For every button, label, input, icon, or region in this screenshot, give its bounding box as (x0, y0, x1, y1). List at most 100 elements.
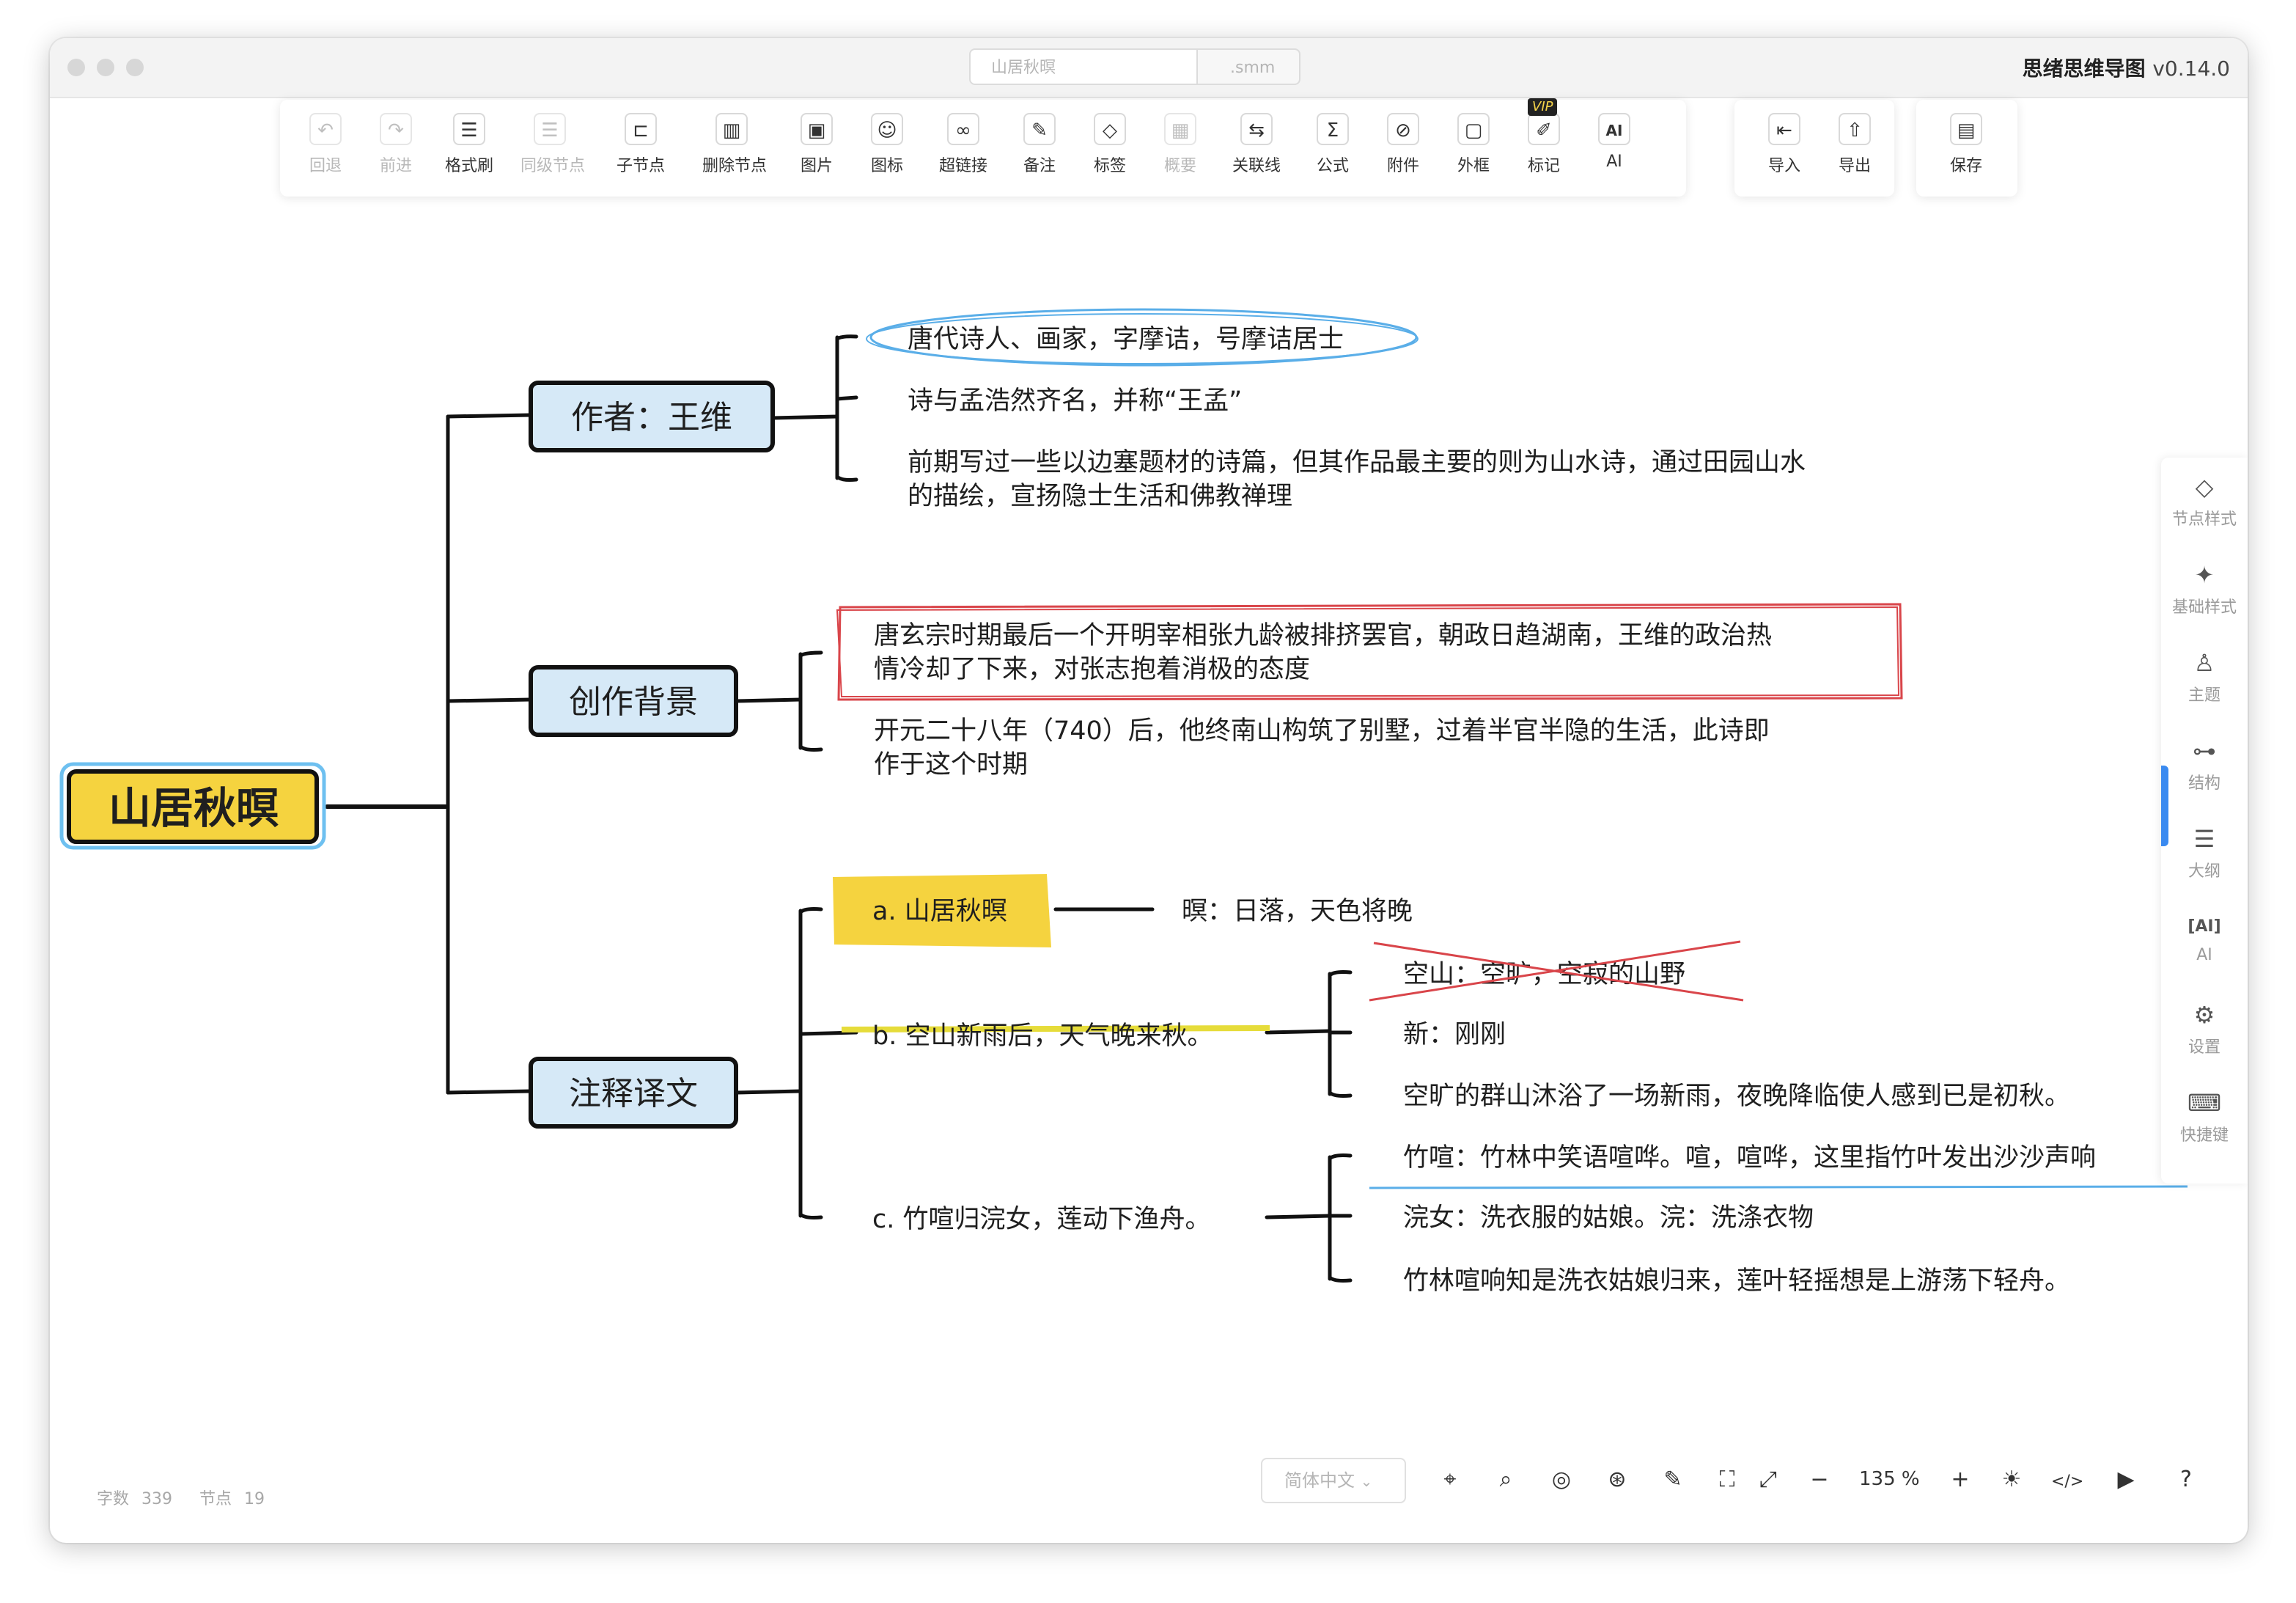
connector-b1-stem (770, 414, 839, 420)
import-button[interactable]: ⇤导入 (1755, 113, 1814, 186)
sidebar-item-structure[interactable]: ⊶结构 (2161, 736, 2248, 793)
note-c-title[interactable]: c. 竹喧归浣女，莲动下渔舟。 (872, 1205, 1211, 1234)
search-button[interactable]: ⌕ (1490, 1464, 1522, 1496)
background-note-1-line2[interactable]: 情冷却了下来，对张志抱着消极的态度 (874, 655, 1310, 684)
connector-c-c3 (1328, 1275, 1353, 1283)
navigator-button[interactable]: ⊛ (1601, 1464, 1633, 1496)
redo-button[interactable]: ↷前进 (367, 113, 425, 186)
tag-button[interactable]: ◇标签 (1081, 113, 1139, 186)
zoom-out-button[interactable]: − (1803, 1464, 1836, 1496)
undo-label: 回退 (309, 157, 342, 175)
branch-node-author[interactable] (529, 381, 775, 452)
drag-mode-button[interactable]: ◎ (1545, 1464, 1578, 1496)
image-button[interactable]: ▣图片 (787, 113, 846, 186)
attachment-button[interactable]: ⊘附件 (1374, 113, 1432, 186)
sibling-node-label: 同级节点 (520, 157, 586, 175)
presentation-button[interactable]: ▶ (2110, 1464, 2142, 1496)
root-node[interactable] (67, 769, 319, 844)
pen-icon: ✐ (1528, 113, 1560, 145)
file-extension: .smm (1198, 48, 1300, 85)
root-node-selection (59, 762, 326, 850)
connector-b2-c1 (798, 650, 823, 658)
minus-icon: − (1810, 1467, 1829, 1492)
branch-node-notes[interactable] (529, 1057, 738, 1129)
file-name-input[interactable]: 山居秋暝 (969, 48, 1198, 85)
branch-node-background-text: 创作背景 (569, 683, 698, 721)
sidebar-item-base-style[interactable]: ✦基础样式 (2161, 560, 2248, 617)
zoom-in-button[interactable]: + (1944, 1464, 1976, 1496)
background-note-2-line2[interactable]: 作于这个时期 (874, 750, 1028, 780)
delete-node-button[interactable]: ▥删除节点 (702, 113, 767, 186)
connector-b3-c (798, 1212, 823, 1219)
word-count-value: 339 (141, 1490, 173, 1508)
rect-mark-2 (836, 606, 1900, 698)
smile-icon: ☺ (871, 113, 903, 145)
mindmap-canvas[interactable]: 山居秋暝 作者：王维 唐代诗人、画家，字摩诘，号摩诘居士 诗与孟浩然齐名，并称“… (50, 38, 2248, 1543)
author-note-1[interactable]: 唐代诗人、画家，字摩诘，号摩诘居士 (908, 325, 1344, 354)
sidebar-label-settings: 设置 (2188, 1038, 2220, 1057)
frame-button[interactable]: ▢外框 (1444, 113, 1503, 186)
tag-label: 标签 (1093, 157, 1126, 175)
maximize-window-dot[interactable] (126, 59, 144, 76)
sidebar-active-indicator (2161, 766, 2168, 846)
save-button[interactable]: ▤保存 (1937, 113, 1995, 186)
undo-button[interactable]: ↶回退 (296, 113, 355, 186)
edit-icon: ✎ (1663, 1467, 1682, 1492)
sidebar-label-structure: 结构 (2188, 774, 2220, 793)
note-b-child-3[interactable]: 空旷的群山沐浴了一场新雨，夜晚降临使人感到已是初秋。 (1403, 1082, 2070, 1111)
sidebar-label-outline: 大纲 (2188, 862, 2220, 881)
sidebar-item-shortcuts[interactable]: ⌨快捷键 (2161, 1088, 2248, 1145)
theme-toggle-button[interactable]: ☀ (1995, 1464, 2028, 1496)
author-note-2[interactable]: 诗与孟浩然齐名，并称“王孟” (908, 386, 1242, 416)
word-count-label: 字数 (97, 1490, 130, 1508)
fullscreen-button[interactable]: ⤢ (1752, 1464, 1784, 1496)
author-note-3-line2[interactable]: 的描绘，宣扬隐士生活和佛教禅理 (908, 482, 1292, 511)
note-b-child-2[interactable]: 新：刚刚 (1403, 1020, 1506, 1049)
connector-branch2 (446, 697, 533, 703)
connector-b3-b (798, 1030, 858, 1036)
fit-canvas-button[interactable]: ⛶ (1711, 1464, 1743, 1496)
mark-button[interactable]: VIP✐标记 (1515, 98, 1573, 186)
help-button[interactable]: ? (2170, 1464, 2202, 1496)
note-c-child-2[interactable]: 浣女：洗衣服的姑娘。浣：洗涤衣物 (1403, 1203, 1814, 1233)
child-node-button[interactable]: ⊏子节点 (611, 113, 670, 186)
fit-screen-icon: ⛶ (1719, 1467, 1735, 1492)
note-c-child-3[interactable]: 竹林喧响知是洗衣姑娘归来，莲叶轻摇想是上游荡下轻舟。 (1403, 1266, 2070, 1296)
summary-button[interactable]: ▦概要 (1151, 113, 1210, 186)
sidebar-item-settings[interactable]: ⚙设置 (2161, 1000, 2248, 1057)
minimize-window-dot[interactable] (97, 59, 114, 76)
locate-button[interactable]: ⌖ (1434, 1464, 1466, 1496)
mark-label: 标记 (1527, 157, 1560, 175)
sidebar-item-ai[interactable]: [AI]AI (2161, 912, 2248, 964)
background-note-1-line1[interactable]: 唐玄宗时期最后一个开明宰相张九龄被排挤罢官，朝政日趋湖南，王维的政治热 (874, 621, 1772, 650)
hyperlink-button[interactable]: ∞超链接 (934, 113, 993, 186)
background-note-2-line1[interactable]: 开元二十八年（740）后，他终南山构筑了别墅，过着半官半隐的生活，此诗即 (874, 716, 1770, 746)
save-icon: ▤ (1950, 113, 1982, 145)
icon-button[interactable]: ☺图标 (858, 113, 916, 186)
import-icon: ⇤ (1768, 113, 1800, 145)
sidebar-label-theme: 主题 (2188, 686, 2220, 705)
sidebar-item-outline[interactable]: ☰大纲 (2161, 824, 2248, 881)
note-a-child[interactable]: 暝：日落，天色将晚 (1182, 897, 1413, 926)
note-button[interactable]: ✎备注 (1010, 113, 1069, 186)
edit-button[interactable]: ✎ (1657, 1464, 1689, 1496)
note-c-child-1[interactable]: 竹喧：竹林中笑语喧哗。喧，喧哗，这里指竹叶发出沙沙声响 (1403, 1143, 2096, 1173)
sibling-node-button[interactable]: ☰同级节点 (520, 113, 586, 186)
author-note-3-line1[interactable]: 前期写过一些以边塞题材的诗篇，但其作品最主要的则为山水诗，通过田园山水 (908, 448, 1806, 477)
format-brush-button[interactable]: ☰格式刷 (440, 113, 498, 186)
note-a-title[interactable]: a. 山居秋暝 (872, 897, 1007, 926)
sidebar-item-theme[interactable]: ♙主题 (2161, 648, 2248, 705)
note-b-title[interactable]: b. 空山新雨后，天气晚来秋。 (872, 1021, 1213, 1051)
connector-b-stem (1265, 1029, 1332, 1035)
export-button[interactable]: ⇧导出 (1825, 113, 1884, 186)
association-line-button[interactable]: ⇆关联线 (1227, 113, 1286, 186)
attachment-label: 附件 (1386, 157, 1419, 175)
source-code-button[interactable]: </> (2051, 1464, 2083, 1496)
language-select[interactable]: 简体中文 ⌄ (1261, 1458, 1406, 1503)
sidebar-item-node-style[interactable]: ◇节点样式 (2161, 472, 2248, 529)
branch-node-background[interactable] (529, 665, 738, 737)
zoom-level: 135 % (1859, 1468, 1920, 1490)
close-window-dot[interactable] (67, 59, 85, 76)
